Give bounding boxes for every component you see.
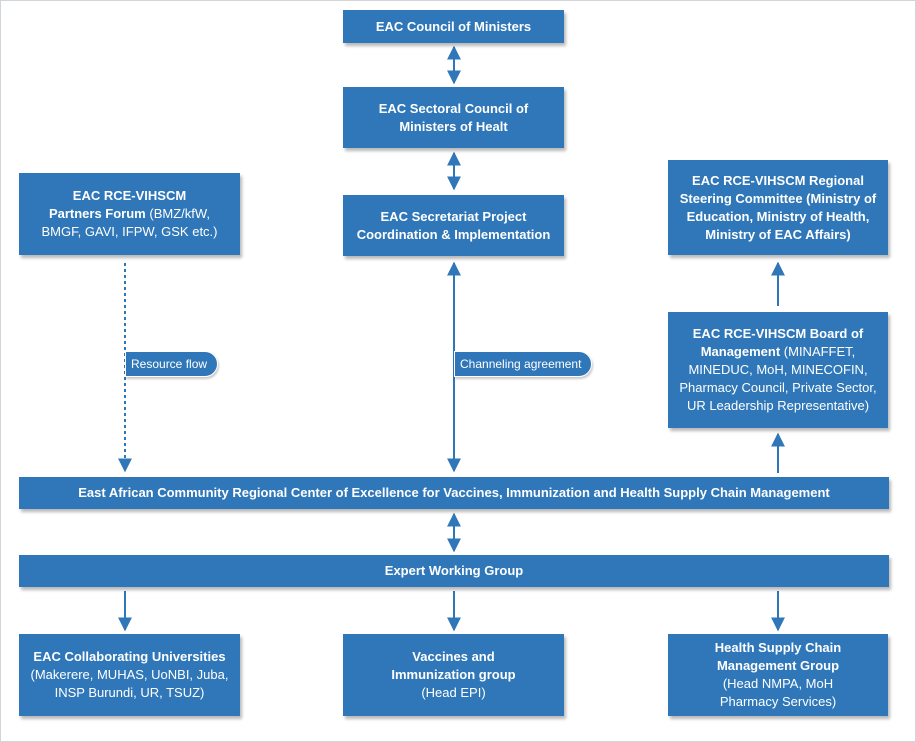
partners-detail-b: BMGF, GAVI, IFPW, GSK etc.) <box>41 224 218 239</box>
partners-forum-box: EAC RCE-VIHSCM Partners Forum (BMZ/kfW, … <box>19 173 240 255</box>
partners-title-line1: EAC RCE-VIHSCM <box>72 188 187 203</box>
board-detail-a: (MINAFFET, <box>780 344 856 359</box>
universities-box: EAC Collaborating Universities (Makerere… <box>19 634 240 716</box>
board-title-line2: Management <box>700 344 781 359</box>
secretariat-line1: EAC Secretariat Project <box>380 208 527 224</box>
vaccines-detail: (Head EPI) <box>421 685 486 700</box>
vaccines-line1: Vaccines and <box>412 649 495 664</box>
channeling-agreement-label: Channeling agreement <box>454 351 593 377</box>
steering-line1: EAC RCE-VIHSCM Regional <box>692 172 864 188</box>
secretariat-box: EAC Secretariat Project Coordination & I… <box>343 195 564 256</box>
vaccines-group-box: Vaccines and Immunization group (Head EP… <box>343 634 564 716</box>
steering-line4: Ministry of EAC Affairs) <box>705 226 851 242</box>
council-box: EAC Council of Ministers <box>343 10 564 43</box>
supply-line2: Management Group <box>716 658 840 673</box>
board-detail-d: UR Leadership Representative) <box>686 398 870 413</box>
secretariat-line2: Coordination & Implementation <box>356 226 551 242</box>
board-of-management-box: EAC RCE-VIHSCM Board of Management (MINA… <box>668 312 888 428</box>
steering-line3: Education, Ministry of Health, <box>686 208 870 224</box>
resource-flow-label: Resource flow <box>125 351 219 377</box>
partners-detail-a: (BMZ/kfW, <box>145 206 211 221</box>
expert-working-group-title: Expert Working Group <box>384 563 524 578</box>
regional-center-title: East African Community Regional Center o… <box>78 485 830 500</box>
vaccines-line2: Immunization group <box>391 667 516 682</box>
universities-title: EAC Collaborating Universities <box>33 649 226 664</box>
board-detail-b: MINEDUC, MoH, MINECOFIN, <box>688 362 868 377</box>
supply-chain-group-box: Health Supply Chain Management Group (He… <box>668 634 888 716</box>
supply-detail-a: (Head NMPA, MoH <box>722 676 834 691</box>
supply-detail-b: Pharmacy Services) <box>719 694 837 709</box>
sectoral-line1: EAC Sectoral Council of <box>378 100 529 116</box>
regional-center-bar: East African Community Regional Center o… <box>19 477 889 509</box>
sectoral-line2: Ministers of Healt <box>399 118 508 134</box>
steering-line2: Steering Committee (Ministry of <box>679 190 877 206</box>
expert-working-group-bar: Expert Working Group <box>19 555 889 587</box>
supply-line1: Health Supply Chain <box>714 640 842 655</box>
sectoral-council-box: EAC Sectoral Council of Ministers of Hea… <box>343 87 564 148</box>
board-detail-c: Pharmacy Council, Private Sector, <box>679 380 877 395</box>
partners-title-line2: Partners Forum <box>48 206 146 221</box>
council-title: EAC Council of Ministers <box>375 18 532 34</box>
steering-committee-box: EAC RCE-VIHSCM Regional Steering Committ… <box>668 160 888 255</box>
board-title-line1: EAC RCE-VIHSCM Board of <box>692 326 864 341</box>
universities-detail-b: INSP Burundi, UR, TSUZ) <box>54 685 205 700</box>
universities-detail-a: (Makerere, MUHAS, UoNBI, Juba, <box>30 667 229 682</box>
